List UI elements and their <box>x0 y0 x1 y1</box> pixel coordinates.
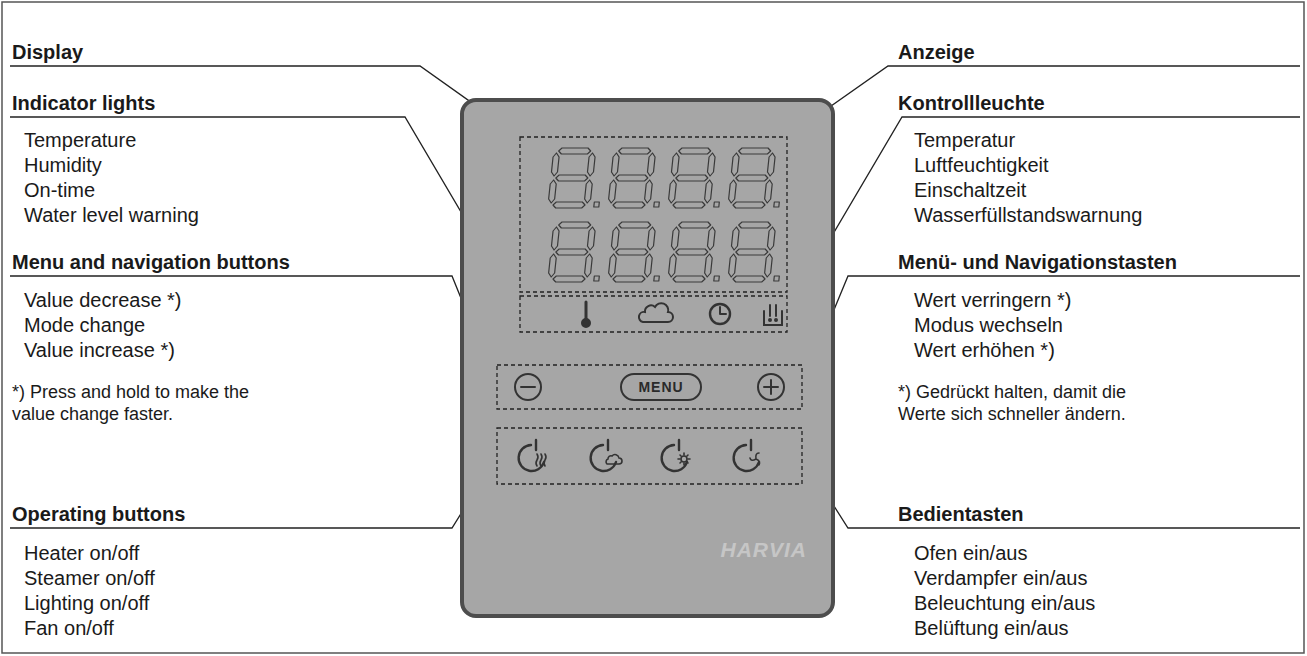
water-warning-icon <box>770 305 776 316</box>
function-label: Value decrease *) <box>24 288 182 312</box>
navigation-buttons <box>515 374 784 400</box>
button-outline <box>591 440 616 471</box>
button-label: MENU <box>638 379 683 395</box>
minus-button <box>515 374 541 400</box>
plus-button <box>758 374 784 400</box>
button-outline <box>519 440 544 471</box>
section-heading: Bedientasten <box>898 502 1024 526</box>
function-label: Verdampfer ein/aus <box>914 566 1087 590</box>
minus-button <box>521 386 535 388</box>
button-outline <box>734 440 759 471</box>
function-label: Ofen ein/aus <box>914 541 1027 565</box>
control-panel: HARVIA MENU <box>460 98 835 618</box>
function-label: Beleuchtung ein/aus <box>914 591 1095 615</box>
steamer-symbol <box>606 455 622 464</box>
section-heading: Indicator lights <box>12 91 155 115</box>
function-label: Wert erhöhen *) <box>914 338 1055 362</box>
button-outline <box>662 440 687 471</box>
function-label: Temperature <box>24 128 136 152</box>
clock-icon <box>720 307 726 314</box>
section-heading: Menü- und Navigationstasten <box>898 250 1177 274</box>
leader-line <box>10 117 520 312</box>
function-label: On-time <box>24 178 95 202</box>
thermometer-icon <box>582 319 590 327</box>
leader-line <box>787 117 1300 312</box>
function-label: Modus wechseln <box>914 313 1063 337</box>
function-label: Wert verringern *) <box>914 288 1071 312</box>
digit-symbol <box>608 222 665 282</box>
water-warning-icon <box>775 319 777 321</box>
water-warning-icon <box>764 311 782 325</box>
indicator-icons <box>582 302 782 327</box>
clock-icon <box>710 304 730 324</box>
operating-buttons <box>519 440 760 471</box>
leader-line <box>10 456 497 528</box>
section-heading: Kontrollleuchte <box>898 91 1045 115</box>
digit-symbol <box>548 148 605 208</box>
section-heading: Operating buttons <box>12 502 185 526</box>
footnote: *) Gedrückt halten, damit die Werte sich… <box>898 381 1173 425</box>
footnote: *) Press and hold to make the value chan… <box>12 381 287 425</box>
digit-symbol <box>668 148 725 208</box>
function-label: Steamer on/off <box>24 566 155 590</box>
water-warning-icon <box>769 319 771 321</box>
leader-line <box>10 276 497 387</box>
function-label: Wasserfüllstandswarnung <box>914 203 1142 227</box>
display-area <box>520 137 787 292</box>
lighting-symbol <box>681 456 687 462</box>
function-label: Heater on/off <box>24 541 139 565</box>
function-label: Humidity <box>24 153 102 177</box>
section-heading: Anzeige <box>898 40 975 64</box>
digit-symbol <box>548 222 605 282</box>
function-label: Mode change <box>24 313 145 337</box>
leader-line <box>802 276 1300 387</box>
leader-line <box>787 66 1300 137</box>
digit-symbol <box>728 222 785 282</box>
humidity-icon <box>639 303 673 322</box>
brand-logo: HARVIA <box>720 538 807 562</box>
section-heading: Display <box>12 40 83 64</box>
function-label: Temperatur <box>914 128 1015 152</box>
section-heading: Menu and navigation buttons <box>12 250 290 274</box>
fan-button <box>734 440 760 471</box>
plus-button <box>764 380 778 394</box>
digit-symbol <box>728 148 785 208</box>
operating-area <box>497 428 802 484</box>
digit-symbol <box>668 222 725 282</box>
indicator-area <box>520 296 787 332</box>
steamer-button <box>591 440 622 471</box>
lighting-symbol <box>678 453 690 465</box>
function-label: Luftfeuchtigkeit <box>914 153 1049 177</box>
leader-line <box>10 66 520 137</box>
leader-line <box>802 456 1300 528</box>
thermometer-icon <box>585 302 588 320</box>
lighting-button <box>662 440 690 471</box>
heater-button <box>519 440 546 471</box>
fan-symbol <box>750 453 760 465</box>
function-label: Belüftung ein/aus <box>914 616 1069 640</box>
menu-area <box>497 365 802 409</box>
function-label: Lighting on/off <box>24 591 149 615</box>
function-label: Fan on/off <box>24 616 114 640</box>
function-label: Water level warning <box>24 203 199 227</box>
menu-button: MENU <box>620 373 702 401</box>
function-label: Einschaltzeit <box>914 178 1026 202</box>
seven-segment-display <box>548 148 785 282</box>
digit-symbol <box>608 148 665 208</box>
heater-symbol <box>536 454 546 466</box>
function-label: Value increase *) <box>24 338 175 362</box>
